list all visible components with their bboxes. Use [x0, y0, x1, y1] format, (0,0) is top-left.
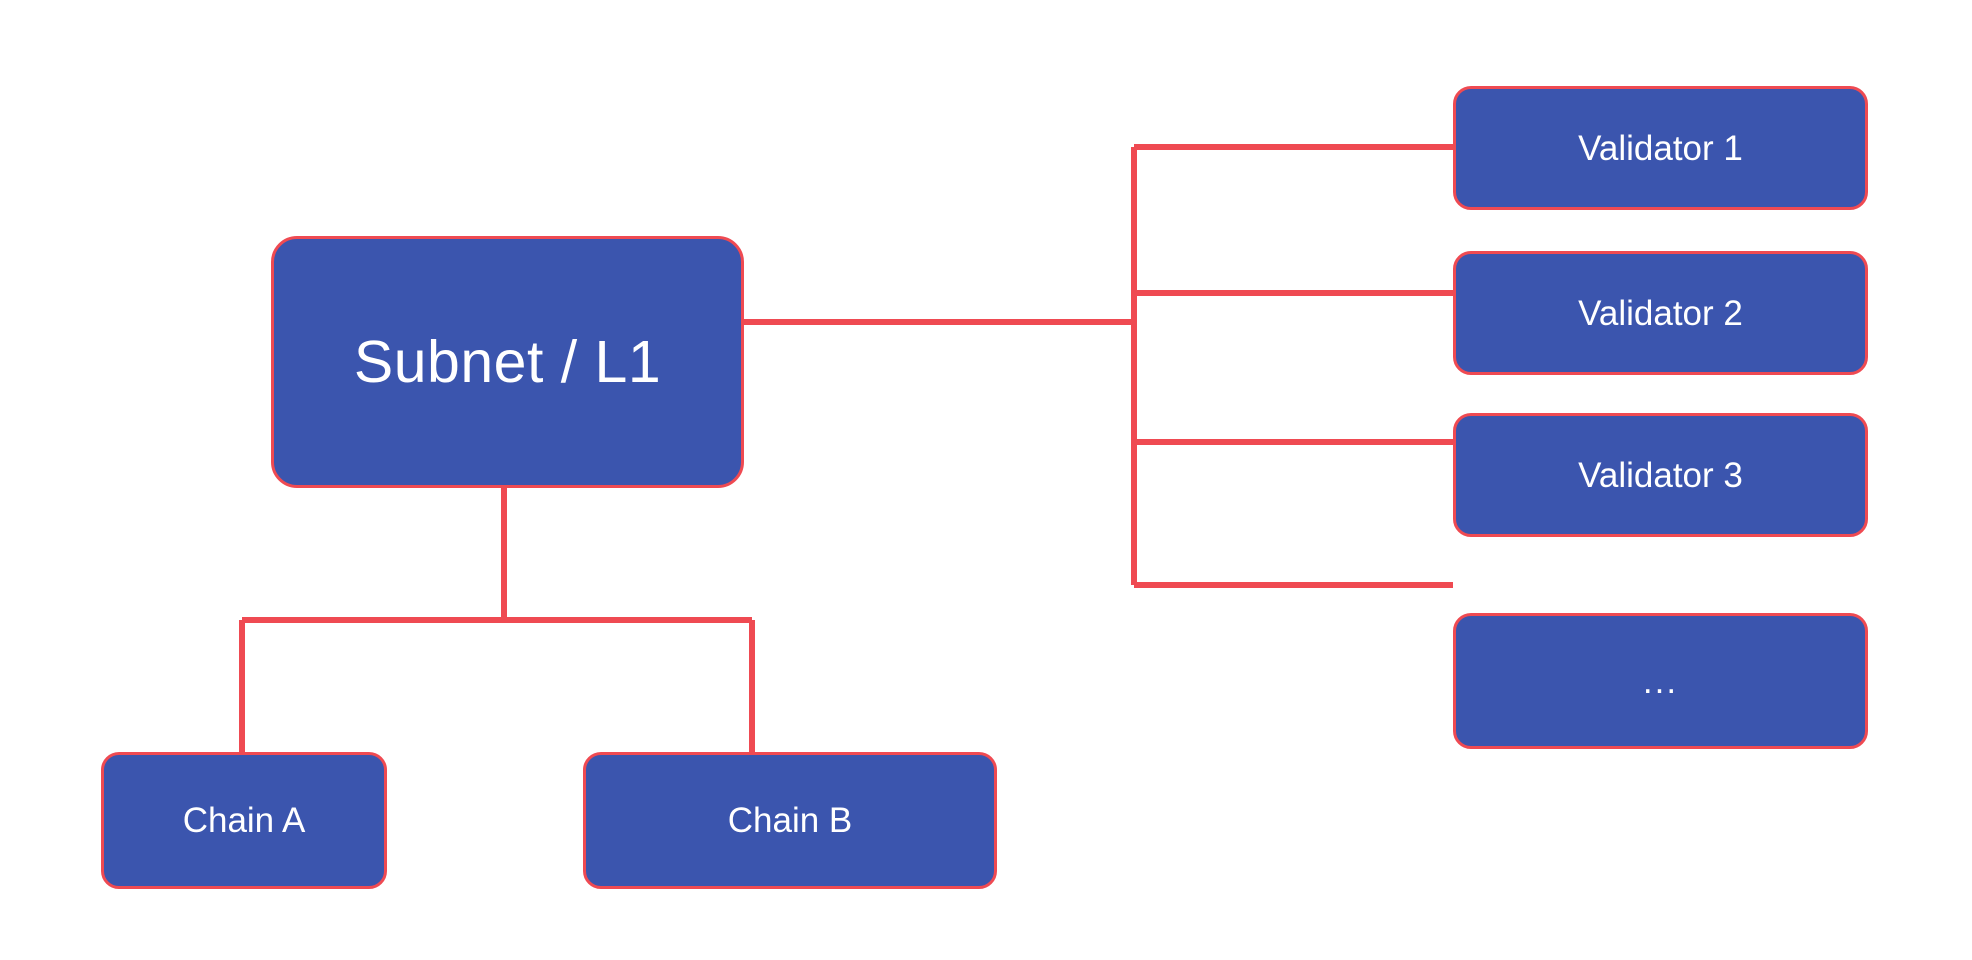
node-validator-2[interactable]: Validator 2	[1453, 251, 1868, 375]
node-chain-b[interactable]: Chain B	[583, 752, 997, 889]
node-chain-a-label: Chain A	[182, 801, 306, 840]
node-chain-a[interactable]: Chain A	[101, 752, 387, 889]
node-subnet-l1[interactable]: Subnet / L1	[271, 236, 744, 488]
node-validator-3-label: Validator 3	[1578, 455, 1743, 495]
node-chain-b-label: Chain B	[727, 801, 853, 840]
node-validator-more[interactable]: ...	[1453, 613, 1868, 749]
node-validator-more-label: ...	[1642, 661, 1679, 701]
node-validator-1[interactable]: Validator 1	[1453, 86, 1868, 210]
node-subnet-l1-label: Subnet / L1	[353, 328, 662, 395]
node-validator-1-label: Validator 1	[1578, 128, 1743, 168]
node-validator-3[interactable]: Validator 3	[1453, 413, 1868, 537]
node-validator-2-label: Validator 2	[1578, 293, 1743, 333]
